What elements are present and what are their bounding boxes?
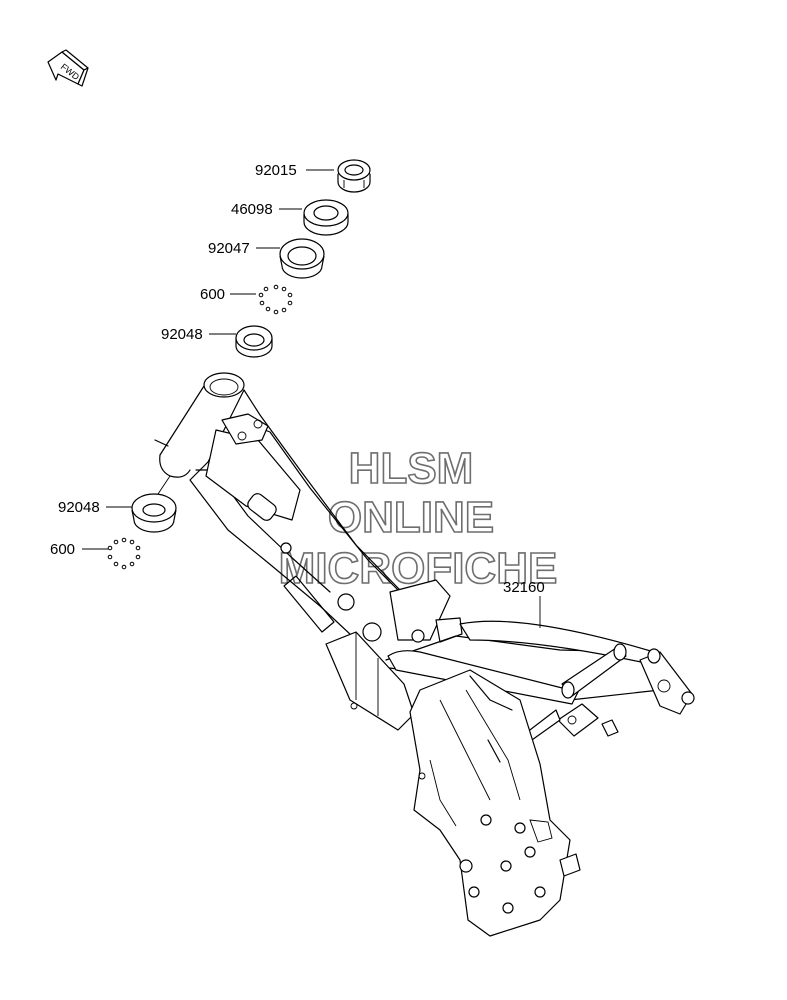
watermark: HLSM ONLINE MICROFICHE xyxy=(278,443,558,594)
label-32160: 32160 xyxy=(503,579,545,596)
part-92015-nut-icon xyxy=(337,159,371,193)
watermark-line-1: HLSM xyxy=(349,444,474,493)
part-92047-bearing-race-icon xyxy=(279,238,325,279)
label-46098: 46098 xyxy=(231,201,273,218)
part-92048-bearing-race-icon xyxy=(235,325,273,358)
label-600-upper: 600 xyxy=(200,286,225,303)
part-32160-frame-icon xyxy=(154,372,695,937)
part-92048-bottom-race-icon xyxy=(131,493,177,533)
watermark-line-2: ONLINE xyxy=(328,493,494,542)
fwd-arrow-icon: FWD xyxy=(47,49,89,87)
label-92047: 92047 xyxy=(208,240,250,257)
label-92015: 92015 xyxy=(255,162,297,179)
label-600-lower: 600 xyxy=(50,541,75,558)
leader-92048-to-frame xyxy=(157,475,171,495)
part-600-steel-balls-upper-icon xyxy=(258,284,293,315)
label-92048-upper: 92048 xyxy=(161,326,203,343)
part-46098-washer-icon xyxy=(303,199,349,236)
part-600-steel-balls-lower-icon xyxy=(107,537,141,570)
label-92048-lower: 92048 xyxy=(58,499,100,516)
